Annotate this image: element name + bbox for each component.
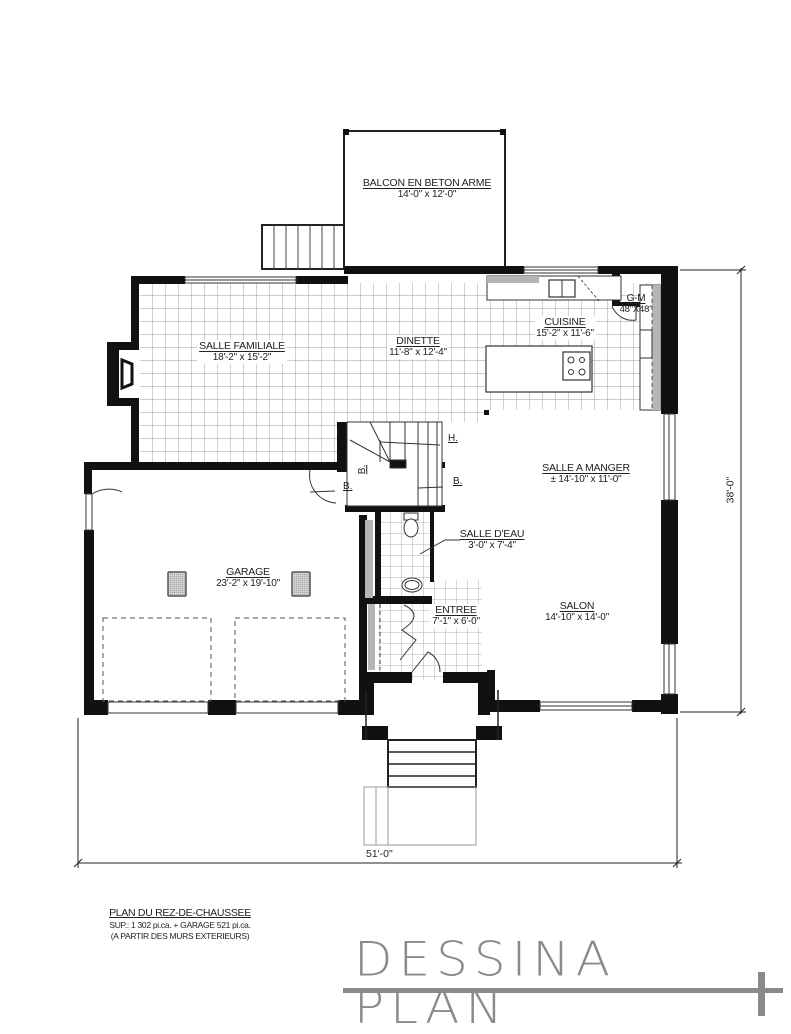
balcony	[343, 129, 506, 268]
interior-stairs	[309, 421, 444, 507]
stair-mark-b-vertical: B.	[357, 464, 369, 475]
room-name: CUISINE	[534, 316, 596, 329]
room-name: SALLE D'EAU	[459, 528, 525, 540]
garage-car-spaces	[102, 617, 346, 702]
room-dimension: 14'-0" x 12'-0"	[397, 189, 457, 201]
room-label-salle-familiale: SALLE FAMILIALE 18'-2" x 15'-2"	[197, 340, 287, 364]
room-label-dinette: DINETTE 11'-8" x 12'-4"	[387, 335, 449, 359]
title-block: PLAN DU REZ-DE-CHAUSSEE SUP.: 1 302 pi.c…	[100, 907, 260, 941]
room-label-cuisine: CUISINE 15'-2" x 11'-6"	[534, 316, 596, 340]
overall-depth-dimension: 38'-0"	[724, 476, 737, 504]
room-label-salle-a-manger: SALLE A MANGER ± 14'-10" x 11'-0"	[542, 462, 630, 486]
room-name: SALON	[559, 600, 595, 612]
stair-mark-b-right: B.	[453, 476, 463, 487]
room-dimension: 7'-1" x 6'-0"	[430, 616, 482, 628]
windows	[85, 266, 676, 714]
plan-title: PLAN DU REZ-DE-CHAUSSEE	[109, 907, 251, 919]
plan-note: (A PARTIR DES MURS EXTERIEURS)	[110, 931, 250, 941]
room-dimension: 14'-10" x 14'-0"	[545, 612, 609, 624]
room-label-gm: G-M 48"X48"	[620, 293, 653, 315]
room-name: GARAGE	[226, 566, 270, 578]
room-name: BALCON EN BETON ARME	[362, 177, 492, 189]
overall-width-dimension: 51'-0"	[366, 848, 393, 860]
room-dimension: 18'-2" x 15'-2"	[197, 352, 287, 364]
room-dimension: 3'-0" x 7'-4"	[468, 540, 516, 552]
stair-mark-h: H.	[448, 433, 458, 444]
room-dimension: ± 14'-10" x 11'-0"	[550, 474, 622, 486]
room-dimension: 23'-2" x 19'-10"	[216, 578, 280, 590]
room-label-salle-deau: SALLE D'EAU 3'-0" x 7'-4"	[460, 528, 525, 552]
garage-door-swing	[91, 469, 337, 504]
front-steps	[363, 690, 499, 846]
brand-underline	[343, 972, 783, 1016]
kitchen-fixtures	[485, 275, 661, 411]
room-name: SALLE A MANGER	[542, 462, 630, 474]
brand-logo: DESSINA PLAN	[354, 931, 616, 1034]
tiled-floor	[140, 283, 660, 462]
room-dimension: 15'-2" x 11'-6"	[534, 328, 596, 340]
room-dimension: 48"X48"	[619, 303, 653, 315]
plan-area: SUP.: 1 302 pi.ca. + GARAGE 521 pi.ca.	[109, 920, 251, 930]
room-name: G-M	[626, 293, 646, 304]
garage-vents	[167, 571, 311, 597]
exterior-walls	[84, 266, 678, 740]
room-label-entree: ENTREE 7'-1" x 6'-0"	[430, 604, 482, 628]
dimension-lines	[73, 265, 746, 868]
room-label-salon: SALON 14'-10" x 14'-0"	[545, 600, 609, 624]
room-name: ENTREE	[430, 604, 482, 617]
balcony-stair	[261, 224, 345, 270]
entry-fixtures	[365, 520, 441, 673]
room-label-garage: GARAGE 23'-2" x 19'-10"	[216, 566, 280, 590]
stair-mark-b-left: B.	[343, 481, 353, 492]
room-dimension: 11'-8" x 12'-4"	[387, 347, 449, 359]
entry-tile-floor	[378, 580, 482, 680]
room-label-balcon: BALCON EN BETON ARME 14'-0" x 12'-0"	[363, 177, 491, 201]
room-name: DINETTE	[387, 335, 449, 348]
bathroom-fixtures	[401, 512, 460, 593]
room-name: SALLE FAMILIALE	[197, 340, 287, 353]
